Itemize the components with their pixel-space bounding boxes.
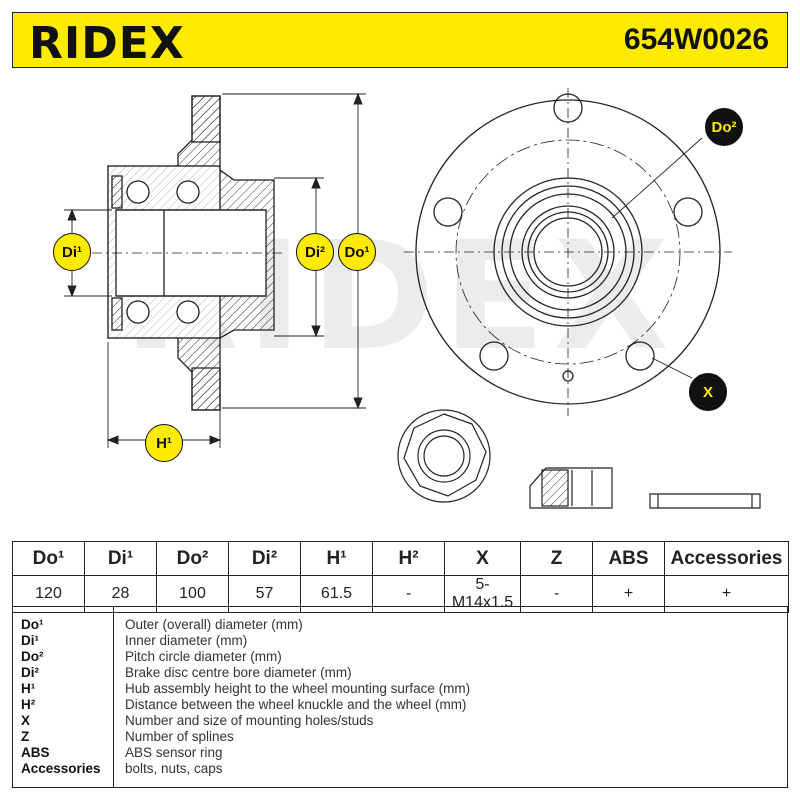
brand-logo: RIDEX xyxy=(29,18,185,69)
col-header: Do¹ xyxy=(12,541,85,576)
header-bar: RIDEX 654W0026 xyxy=(12,12,788,69)
legend-desc: Number of splines xyxy=(125,729,234,744)
legend-row: Di² Brake disc centre bore diameter (mm) xyxy=(13,665,787,681)
legend-code: H¹ xyxy=(21,681,36,696)
col-header: Di¹ xyxy=(84,541,157,576)
legend-desc: ABS sensor ring xyxy=(125,745,223,760)
legend-row: Z Number of splines xyxy=(13,729,787,745)
hub-front-view xyxy=(404,88,732,416)
legend-desc: Hub assembly height to the wheel mountin… xyxy=(125,681,471,696)
legend-desc: Number and size of mounting holes/studs xyxy=(125,713,374,728)
badge-do2: Do² xyxy=(705,108,743,146)
col-header: Z xyxy=(520,541,593,576)
cap-detail xyxy=(649,493,761,509)
legend-desc: Pitch circle diameter (mm) xyxy=(125,649,282,664)
legend-code: Z xyxy=(21,729,30,744)
drawing-svg: RIDEX xyxy=(64,88,761,509)
col-header: ABS xyxy=(592,541,665,576)
col-header: Accessories xyxy=(664,541,789,576)
legend-row: Do² Pitch circle diameter (mm) xyxy=(13,649,787,665)
spec-table: Do¹ Di¹ Do² Di² H¹ H² X Z ABS Accessorie… xyxy=(12,541,789,613)
legend-desc: Distance between the wheel knuckle and t… xyxy=(125,697,467,712)
legend-code: Di¹ xyxy=(21,633,39,648)
legend-box: Do¹ Outer (overall) diameter (mm) Di¹ In… xyxy=(12,606,788,788)
col-header: H² xyxy=(372,541,445,576)
spec-header-row: Do¹ Di¹ Do² Di² H¹ H² X Z ABS Accessorie… xyxy=(12,541,789,576)
badge-x: X xyxy=(689,373,727,411)
legend-divider xyxy=(113,607,114,787)
technical-drawing: RIDEX xyxy=(12,68,788,540)
legend-row: Do¹ Outer (overall) diameter (mm) xyxy=(13,617,787,633)
legend-code: Do² xyxy=(21,649,44,664)
badge-di2: Di² xyxy=(296,233,334,271)
badge-do1: Do¹ xyxy=(338,233,376,271)
hub-section-view xyxy=(72,95,282,411)
legend-code: Do¹ xyxy=(21,617,44,632)
legend-desc: Inner diameter (mm) xyxy=(125,633,248,648)
legend-row: Accessories bolts, nuts, caps xyxy=(13,761,787,777)
legend-row: Di¹ Inner diameter (mm) xyxy=(13,633,787,649)
legend-row: H¹ Hub assembly height to the wheel moun… xyxy=(13,681,787,697)
legend-code: Accessories xyxy=(21,761,101,776)
legend-code: Di² xyxy=(21,665,39,680)
legend-row: ABS ABS sensor ring xyxy=(13,745,787,761)
legend-desc: Outer (overall) diameter (mm) xyxy=(125,617,303,632)
legend-row: H² Distance between the wheel knuckle an… xyxy=(13,697,787,713)
legend-desc: Brake disc centre bore diameter (mm) xyxy=(125,665,352,680)
part-number: 654W0026 xyxy=(623,23,769,56)
legend-desc: bolts, nuts, caps xyxy=(125,761,223,776)
table-cell: - xyxy=(520,575,593,613)
col-header: H¹ xyxy=(300,541,373,576)
col-header: X xyxy=(444,541,521,576)
legend-code: X xyxy=(21,713,31,728)
badge-h1: H¹ xyxy=(145,424,183,462)
col-header: Do² xyxy=(156,541,229,576)
col-header: Di² xyxy=(228,541,301,576)
legend-code: H² xyxy=(21,697,36,712)
legend-code: ABS xyxy=(21,745,50,760)
nut-detail xyxy=(397,409,613,509)
legend-row: X Number and size of mounting holes/stud… xyxy=(13,713,787,729)
badge-di1: Di¹ xyxy=(53,233,91,271)
